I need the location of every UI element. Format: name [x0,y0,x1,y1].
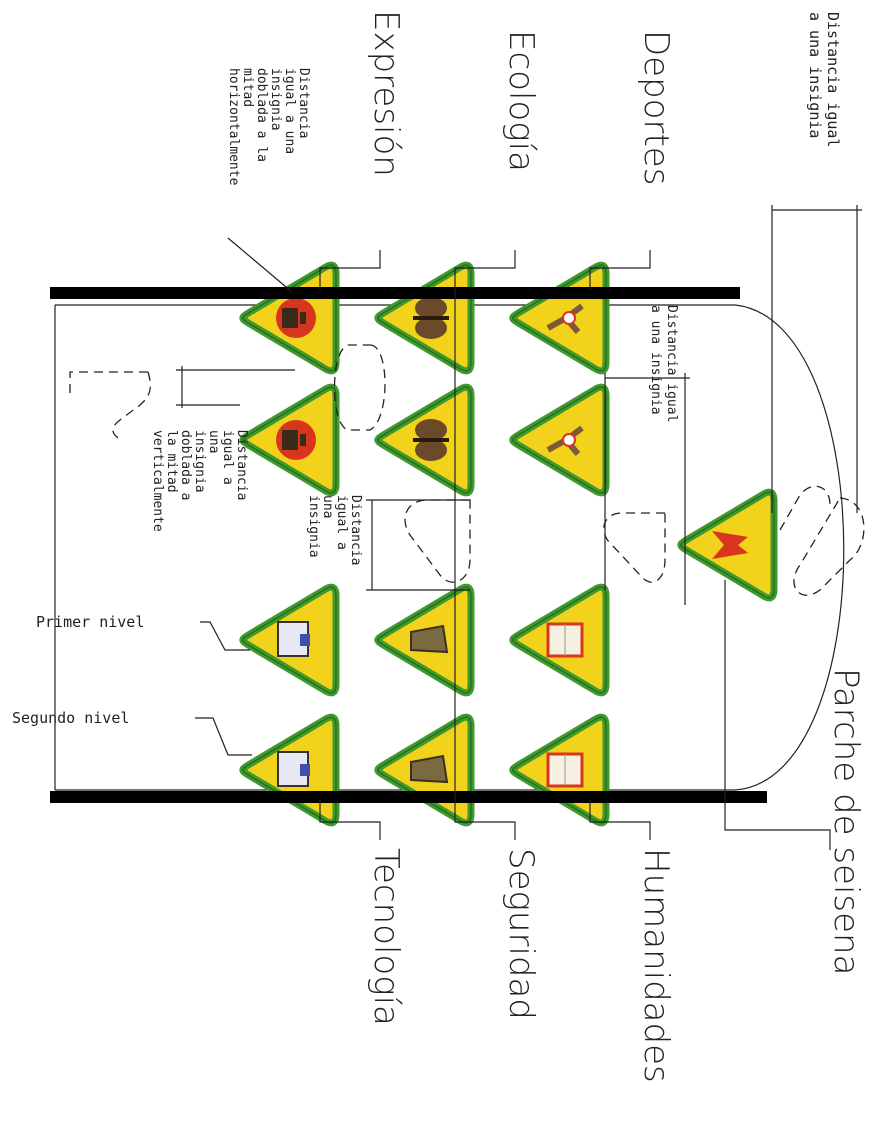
label-humanidades: Humanidades [636,848,676,1083]
note-center-gap-line-1: Distancia [348,495,363,565]
note-vertical-fold-line-3: una [206,430,221,453]
label-expresion: Expresión [366,10,406,177]
theater-icon [276,298,316,338]
label-tecnologia: Tecnología [366,848,406,1026]
computer-icon [277,751,310,787]
leader-expresion [319,250,381,290]
leader-seguridad [454,800,516,840]
note-top-dimension-line-1: Distancia igual [824,12,842,147]
note-horizontal-fold-line-3: insignia [268,68,283,131]
leader-horizontal-fold [227,237,293,293]
note-badge-gap-line-1: Distancia igual [664,305,679,422]
computer-icon [277,621,310,657]
note-center-gap-line-4: insignia [306,495,321,558]
label-parche: Parche de seisena [826,668,866,975]
badge-deportes-2 [509,383,610,497]
badge-humanidades-2 [509,713,610,827]
badge-humanidades-1 [509,583,610,697]
badge-tecnologia-2 [239,713,340,827]
glove-icon [410,754,449,784]
theater-icon [276,420,316,460]
runner-icon [546,425,584,456]
badge-seguridad-2 [374,713,475,827]
note-vertical-fold-line-7: verticalmente [150,430,165,532]
leader-segundo-nivel [195,717,252,756]
note-horizontal-fold-line-2: igual a una [282,68,297,154]
flame-icon [712,531,748,559]
badge-grid [239,261,778,827]
butterfly-icon [413,297,449,339]
note-horizontal-fold-line-1: Distancia [296,68,311,138]
runner-icon [546,303,584,334]
leader-deportes [589,250,651,290]
note-center-gap-line-3: una [320,495,335,518]
badge-expresion-2 [239,383,340,497]
placeholder-triangle-4 [404,499,471,583]
leader-primer-nivel [200,621,250,651]
glove-icon [410,624,449,654]
note-vertical-fold-line-1: Distancia [234,430,249,500]
book-icon [546,622,584,658]
label-ecologia: Ecología [501,30,541,172]
note-center-gap-line-2: igual a [334,495,349,550]
note-vertical-fold-line-6: la mitad [164,430,179,493]
bottom-bar [50,791,767,803]
outline-curve [734,304,845,791]
note-top-dimension-line-2: a una insignia [806,12,824,138]
badge-ecologia-1 [374,261,475,375]
note-horizontal-fold-line-5: mitad [240,68,255,107]
note-badge-gap-line-2: a una insignia [648,305,663,415]
badge-deportes-1 [509,261,610,375]
placeholder-half-horizontal [333,344,386,431]
badge-ecologia-2 [374,383,475,497]
leader-humanidades [589,800,651,840]
placeholder-shapes [69,344,865,596]
label-segundo-nivel: Segundo nivel [12,709,129,727]
leader-parche [724,580,831,850]
label-primer-nivel: Primer nivel [36,613,144,631]
badge-seguridad-1 [374,583,475,697]
label-deportes: Deportes [636,30,676,185]
placeholder-half-vertical [69,371,152,439]
placeholder-triangle-2 [793,497,865,596]
top-bar [50,287,740,299]
placeholder-triangle-3 [779,485,831,531]
note-vertical-fold-line-2: igual a [220,430,235,485]
note-horizontal-fold-line-6: horizontalmente [226,68,241,186]
label-seguridad: Seguridad [501,848,541,1020]
note-vertical-fold-line-5: doblada a [178,430,193,500]
book-icon [546,752,584,788]
badge-expresion-1 [239,261,340,375]
leader-lines [195,237,831,850]
note-horizontal-fold-line-4: doblada a la [254,68,269,162]
badge-tecnologia-1 [239,583,340,697]
dimension-lines [176,205,862,605]
note-vertical-fold-line-4: insignia [192,430,207,493]
placeholder-triangle-1 [603,512,666,583]
leader-tecnologia [319,800,381,840]
badge-parche-1 [677,488,778,602]
leader-ecologia [454,250,516,290]
butterfly-icon [413,419,449,461]
